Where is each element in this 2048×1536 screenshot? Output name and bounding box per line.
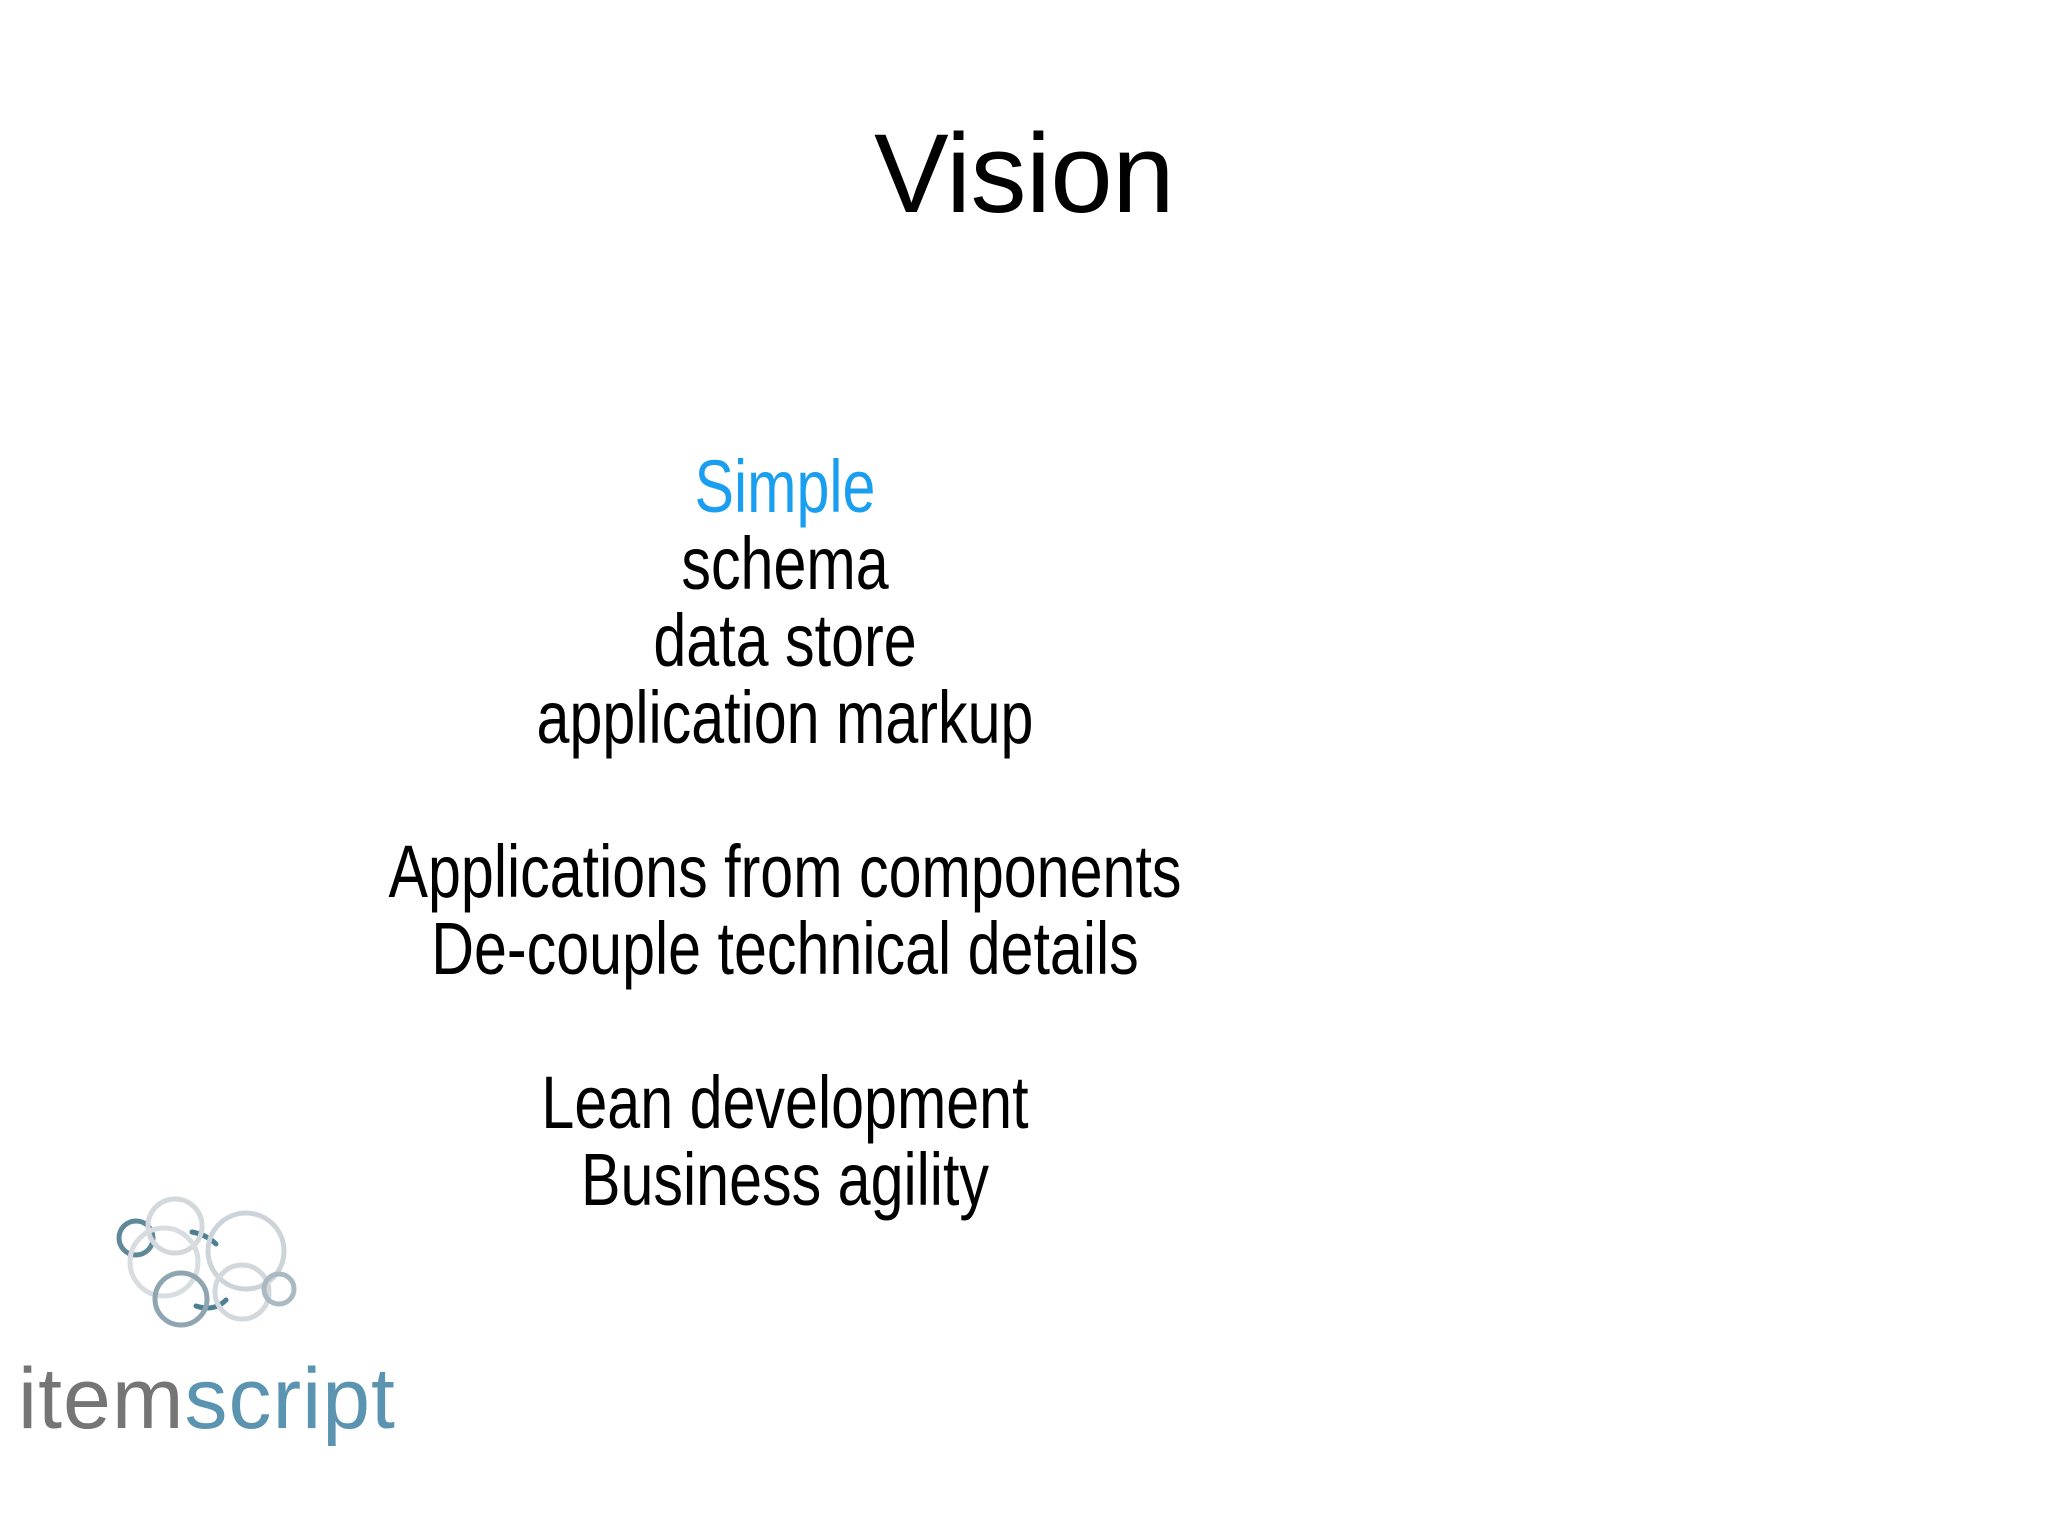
body-line-lean-development: Lean development	[541, 1061, 1029, 1144]
body-text-block: Simple schema data store application mar…	[0, 448, 1570, 1218]
page-title: Vision	[873, 111, 1175, 236]
bubbles-icon	[112, 1196, 302, 1331]
logo-wordmark-item: item	[18, 1351, 185, 1447]
logo-wordmark-script: script	[184, 1351, 396, 1447]
body-line-simple: Simple	[694, 445, 876, 528]
itemscript-logo: itemscript	[18, 1196, 418, 1526]
body-line-business-agility: Business agility	[580, 1138, 989, 1221]
body-line-de-couple-technical-details: De-couple technical details	[431, 907, 1139, 990]
body-line-application-markup: application markup	[536, 676, 1034, 759]
logo-wordmark: itemscript	[18, 1356, 418, 1442]
group-spacer	[0, 987, 1570, 1064]
body-line-schema: schema	[681, 522, 889, 605]
text-group-applications: Applications from components De-couple t…	[0, 833, 1570, 987]
text-group-lean: Lean development Business agility	[0, 1064, 1570, 1218]
group-spacer	[0, 756, 1570, 833]
body-line-data-store: data store	[653, 599, 917, 682]
text-group-simple: Simple schema data store application mar…	[0, 448, 1570, 756]
body-line-applications-from-components: Applications from components	[388, 830, 1182, 913]
